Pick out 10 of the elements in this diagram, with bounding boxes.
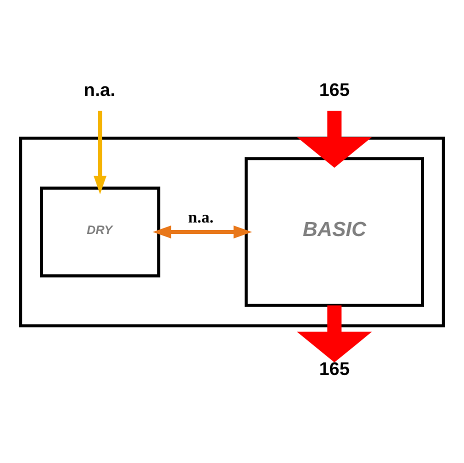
arrow <box>296 110 372 168</box>
node-text: 165 <box>319 358 350 379</box>
node-text: n.a. <box>84 78 116 100</box>
arrow <box>94 110 106 194</box>
node-box: BASIC <box>244 156 424 306</box>
node-box: DRY <box>40 186 160 277</box>
arrow <box>296 304 372 362</box>
node-text: 165 <box>319 78 350 100</box>
edge-label: n.a. <box>188 207 214 226</box>
arrow <box>152 225 252 238</box>
